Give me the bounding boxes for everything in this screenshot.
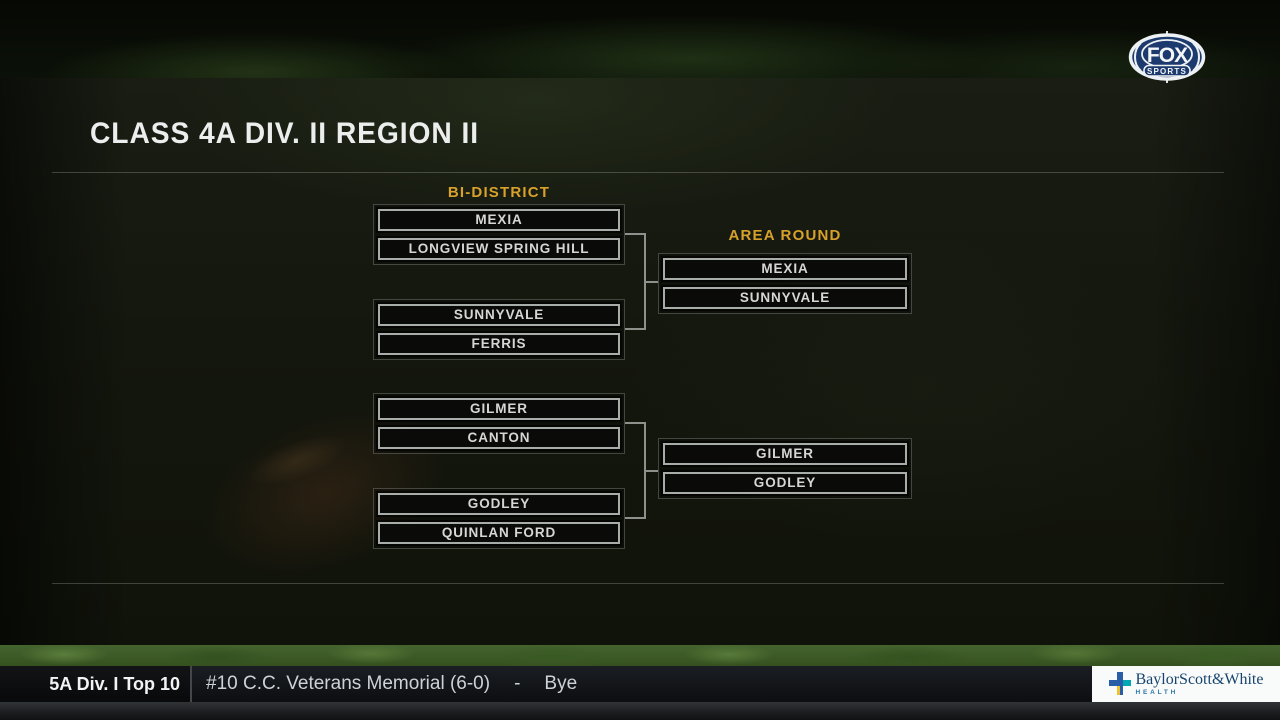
team-box: MEXIA: [663, 258, 907, 280]
bracket-connector: [625, 328, 646, 330]
divider-bottom: [52, 583, 1224, 584]
team-box: GILMER: [378, 398, 620, 420]
page-title: CLASS 4A DIV. II REGION II: [90, 117, 480, 150]
round-label-area-round: AREA ROUND: [728, 227, 842, 244]
matchup-bidistrict-4: GODLEY QUINLAN FORD: [373, 488, 625, 549]
ticker-team-text: #10 C.C. Veterans Memorial (6-0): [206, 673, 491, 694]
team-box: CANTON: [378, 427, 620, 449]
bottom-band: [0, 702, 1280, 720]
ticker-category-label: 5A Div. I Top 10: [0, 666, 192, 702]
team-box: MEXIA: [378, 209, 620, 231]
team-box: QUINLAN FORD: [378, 522, 620, 544]
fox-sports-logo-icon: FOX SPORTS: [1128, 31, 1206, 83]
sponsor-panel: BaylorScott&White HEALTH: [1092, 666, 1280, 702]
fox-sports-logo: FOX SPORTS: [1128, 31, 1206, 83]
bracket-connector: [644, 422, 646, 519]
team-box: SUNNYVALE: [378, 304, 620, 326]
sponsor-wordmark: BaylorScott&White HEALTH: [1135, 670, 1264, 697]
bracket-connector: [646, 470, 658, 472]
baylor-scott-white-logo: BaylorScott&White HEALTH: [1108, 670, 1264, 697]
team-box: SUNNYVALE: [663, 287, 907, 309]
bsw-cross-icon: [1108, 672, 1131, 695]
svg-text:FOX: FOX: [1147, 44, 1188, 67]
matchup-area-1: MEXIA SUNNYVALE: [658, 253, 912, 314]
bracket-connector: [625, 517, 646, 519]
ticker-entry: #10 C.C. Veterans Memorial (6-0) - Bye: [192, 666, 1092, 702]
matchup-bidistrict-1: MEXIA LONGVIEW SPRING HILL: [373, 204, 625, 265]
ticker-separator: -: [514, 673, 521, 694]
bracket-connector: [644, 233, 646, 330]
team-box: FERRIS: [378, 333, 620, 355]
team-box: GILMER: [663, 443, 907, 465]
bracket-panel: [0, 78, 1280, 652]
sponsor-name: BaylorScott&White: [1135, 670, 1264, 688]
round-label-bi-district: BI-DISTRICT: [447, 184, 551, 201]
svg-text:SPORTS: SPORTS: [1147, 67, 1187, 76]
field-background-top: [0, 0, 1280, 78]
ticker-result-text: Bye: [544, 673, 578, 694]
team-box: GODLEY: [378, 493, 620, 515]
team-box: GODLEY: [663, 472, 907, 494]
bracket-connector: [625, 233, 646, 235]
bracket-connector: [646, 281, 658, 283]
team-box: LONGVIEW SPRING HILL: [378, 238, 620, 260]
matchup-area-2: GILMER GODLEY: [658, 438, 912, 499]
bracket-connector: [625, 422, 646, 424]
matchup-bidistrict-3: GILMER CANTON: [373, 393, 625, 454]
sponsor-division: HEALTH: [1135, 688, 1179, 696]
divider-top: [52, 172, 1224, 173]
matchup-bidistrict-2: SUNNYVALE FERRIS: [373, 299, 625, 360]
score-ticker: 5A Div. I Top 10 #10 C.C. Veterans Memor…: [0, 666, 1280, 702]
field-background-strip: [0, 645, 1280, 666]
